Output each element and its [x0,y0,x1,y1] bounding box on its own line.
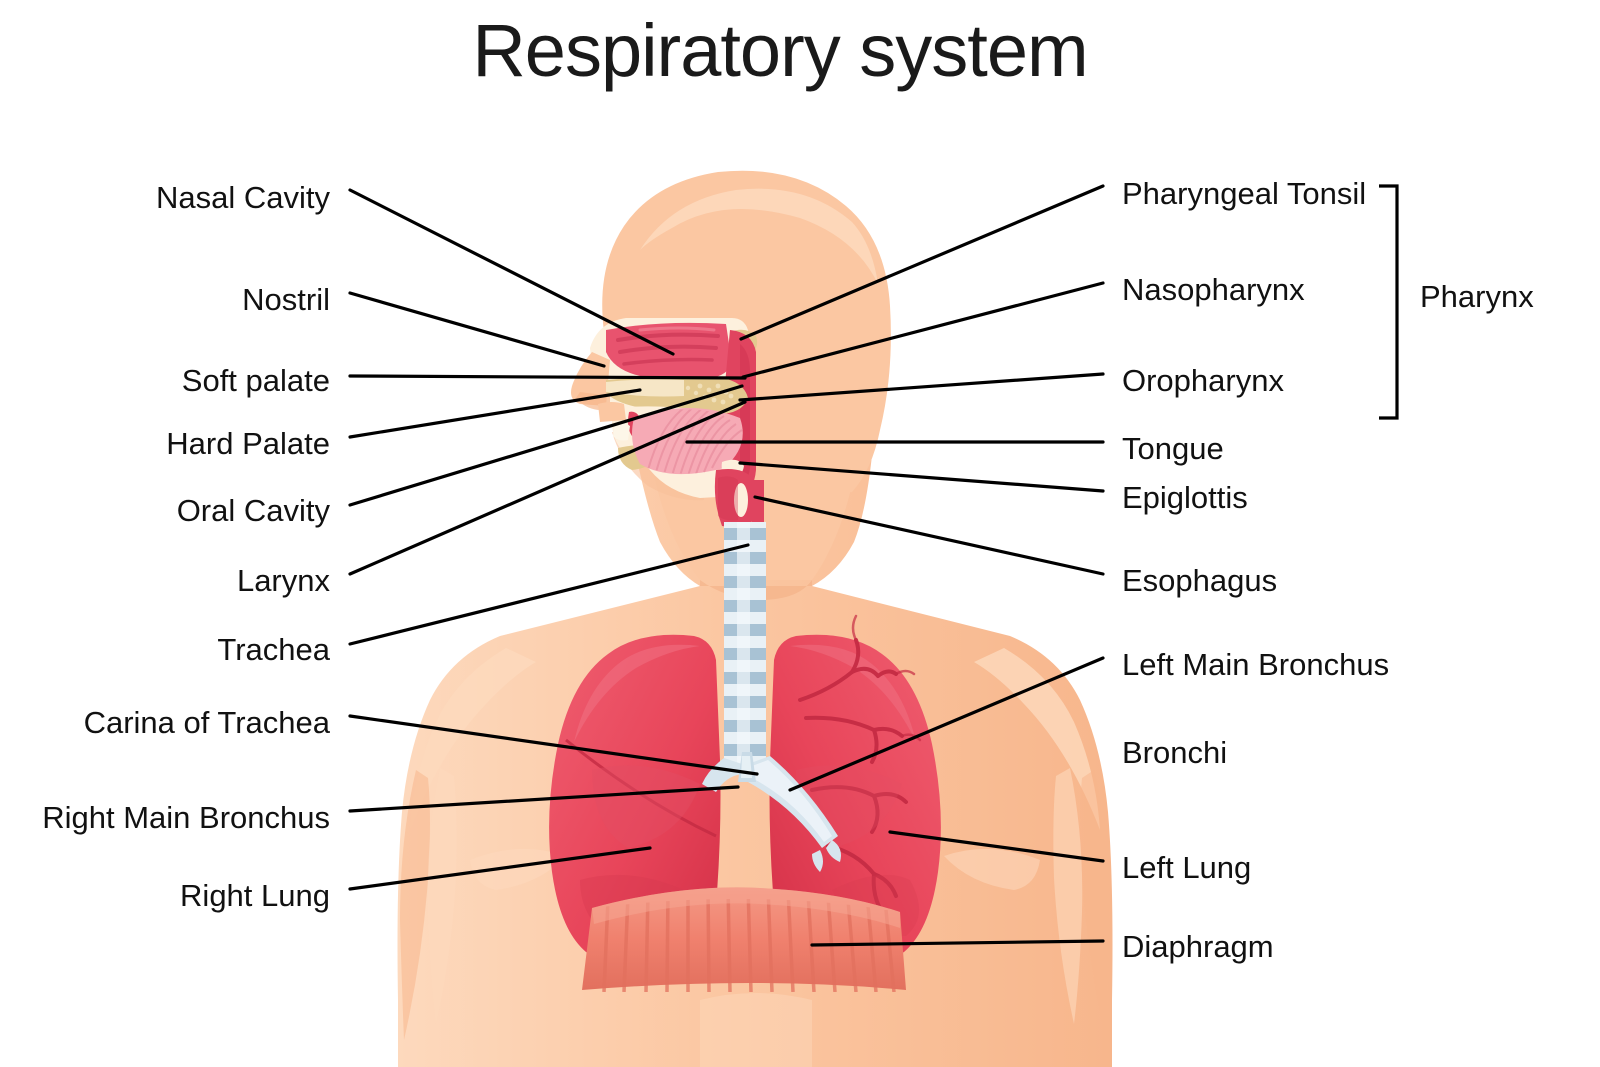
label-hard-palate: Hard Palate [166,426,330,461]
page-title: Respiratory system [472,9,1088,92]
larynx-structure [714,469,754,528]
label-oral-cavity: Oral Cavity [176,493,330,528]
label-tongue: Tongue [1122,431,1224,466]
label-diaphragm: Diaphragm [1122,929,1274,964]
label-soft-palate: Soft palate [181,363,330,398]
trachea-structure [724,522,766,774]
diaphragm-structure [582,887,906,992]
label-carina-of-trachea: Carina of Trachea [83,705,330,740]
label-nasopharynx: Nasopharynx [1122,272,1305,307]
label-right-lung: Right Lung [180,878,330,913]
label-esophagus: Esophagus [1122,563,1278,598]
label-nasal-cavity: Nasal Cavity [156,180,330,215]
label-left-main-bronchus: Left Main Bronchus [1122,647,1390,682]
label-trachea: Trachea [217,632,330,667]
label-pharyngeal-tonsil: Pharyngeal Tonsil [1122,176,1367,211]
label-right-main-bronchus: Right Main Bronchus [42,800,330,835]
label-nostril: Nostril [242,282,330,317]
label-left-lung: Left Lung [1122,850,1252,885]
label-bronchi: Bronchi [1122,735,1228,770]
label-epiglottis: Epiglottis [1122,480,1248,515]
pharynx-group-label: Pharynx [1420,279,1534,314]
label-oropharynx: Oropharynx [1122,363,1284,398]
label-larynx: Larynx [236,563,330,598]
